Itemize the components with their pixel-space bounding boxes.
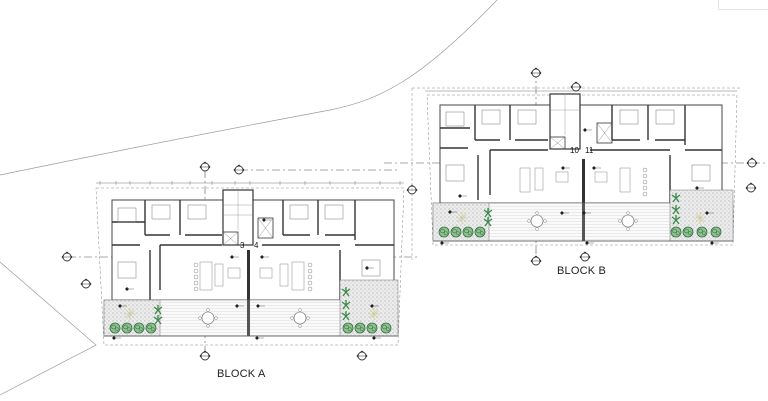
unit-number-label: 11 <box>585 146 594 155</box>
block-b-plan <box>384 67 768 266</box>
site-boundary-curve <box>0 0 498 176</box>
block-b-title: BLOCK B <box>557 265 607 277</box>
block-a-plan <box>61 161 420 361</box>
site-boundary-left <box>0 261 97 396</box>
block-a-title: BLOCK A <box>217 368 266 380</box>
unit-number-label: 3 <box>240 241 245 250</box>
unit-number-label: 10 <box>570 146 579 155</box>
title-block-corner <box>718 0 768 10</box>
unit-number-label: 4 <box>254 241 259 250</box>
